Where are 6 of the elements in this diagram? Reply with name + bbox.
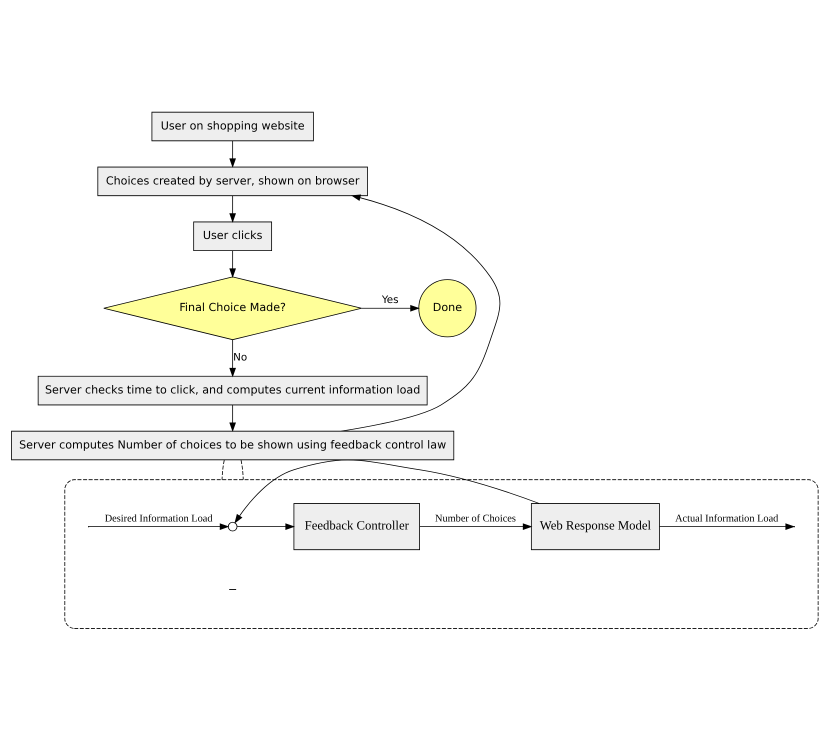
edge-label: Yes bbox=[382, 294, 398, 306]
edge-label: Actual Information Load bbox=[675, 512, 778, 524]
edge-label: No bbox=[233, 351, 248, 364]
label: − bbox=[228, 582, 238, 596]
edge-label: Number of Choices bbox=[435, 512, 516, 524]
edge-label: Desired Information Load bbox=[104, 512, 213, 524]
